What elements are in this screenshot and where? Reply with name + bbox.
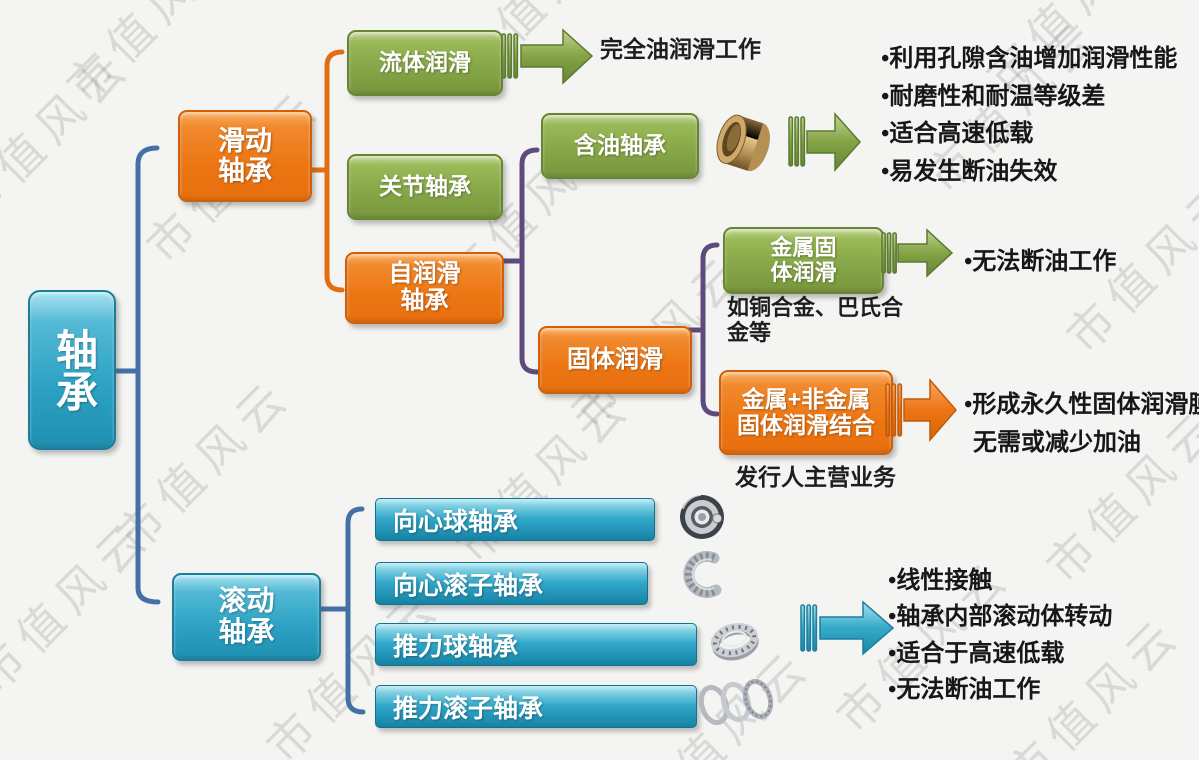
node-bearing-root: 轴承 [28, 290, 116, 450]
rolling-bullet-list: •线性接触 •轴承内部滚动体转动 •适合于高速低载 •无法断油工作 [888, 563, 1112, 708]
node-radial-roller-bearing: 向心滚子轴承 [375, 562, 648, 605]
node-sliding-line1: 滑动 [218, 125, 272, 156]
bullet-item: •适合于高速低载 [888, 640, 1065, 667]
bullet-item: •利用孔隙含油增加润滑性能 [881, 46, 1178, 72]
node-metal-solid-lubrication: 金属固 体润滑 [723, 227, 884, 294]
node-bearing-root-label: 轴承 [49, 328, 96, 412]
bullet-item: •线性接触 [888, 568, 993, 594]
bullet-item: •无法断油工作 [964, 249, 1117, 275]
node-fluid-label: 流体润滑 [379, 49, 471, 76]
node-joint-bearing: 关节轴承 [347, 154, 503, 220]
bullet-item: 无需或减少加油 [973, 429, 1141, 456]
node-thrust-roller-bearing: 推力滚子轴承 [375, 685, 697, 728]
node-rolling-line1: 滚动 [218, 585, 275, 617]
needle-bearing-image [683, 551, 722, 598]
rolling-arrow-icon [800, 600, 895, 656]
metal-nonmetal-arrow-icon [885, 377, 957, 443]
bullet-item: •易发生断油失效 [881, 158, 1058, 185]
node-radialroller-label: 向心滚子轴承 [393, 572, 544, 600]
metal-solid-bullet-list: •无法断油工作 [964, 241, 1116, 276]
bullet-item: •形成永久性固体润滑膜 [964, 392, 1199, 418]
node-oil-impregnated-bearing: 含油轴承 [541, 113, 699, 179]
issuer-note: 发行人主营业务 [735, 465, 896, 490]
bullet-item: •耐磨性和耐温等级差 [881, 83, 1106, 110]
bullet-item: •适合高速低载 [881, 121, 1034, 147]
node-solidlube-label: 固体润滑 [567, 345, 663, 373]
node-metalsolid-line1: 金属固 [770, 234, 837, 260]
thrust-roller-bearing-image [698, 678, 774, 726]
bracket-solidlube-children [685, 242, 720, 417]
node-self-lubricating-bearing: 自润滑 轴承 [345, 252, 504, 324]
node-thrustroller-label: 推力滚子轴承 [393, 695, 544, 723]
bracket-sliding-children [307, 49, 345, 293]
node-oilbearing-label: 含油轴承 [574, 132, 666, 159]
node-thrust-ball-bearing: 推力球轴承 [375, 623, 697, 666]
node-metalnonmetal-line2: 固体润滑结合 [737, 411, 875, 438]
node-thrustball-label: 推力球轴承 [393, 633, 519, 661]
metal-nonmetal-bullet-list: •形成永久性固体润滑膜 无需或减少加油 [964, 387, 1199, 462]
node-metal-nonmetal-solid-lubrication: 金属+非金属 固体润滑结合 [719, 370, 893, 455]
node-fluid-lubrication: 流体润滑 [347, 30, 503, 96]
node-metalnonmetal-line1: 金属+非金属 [741, 385, 871, 412]
oil-bearing-bullet-list: •利用孔隙含油增加润滑性能 •耐磨性和耐温等级差 •适合高速低载 •易发生断油失… [881, 41, 1177, 191]
alloy-note: 如铜合金、巴氏合金等 [727, 295, 904, 346]
fluid-result-note: 完全油润滑工作 [600, 37, 761, 62]
node-rolling-bearing: 滚动 轴承 [172, 573, 321, 661]
node-radialball-label: 向心球轴承 [393, 508, 519, 536]
thrust-ball-bearing-image [710, 623, 759, 661]
bronze-bushing-image [716, 114, 770, 172]
node-rolling-line2: 轴承 [218, 617, 275, 648]
node-solid-lubrication: 固体润滑 [538, 326, 692, 394]
node-sliding-bearing: 滑动 轴承 [178, 110, 312, 202]
node-selflube-line1: 自润滑 [388, 260, 461, 288]
node-sliding-line2: 轴承 [218, 156, 272, 186]
bullet-item: •无法断油工作 [888, 676, 1041, 703]
bullet-item: •轴承内部滚动体转动 [888, 604, 1113, 631]
bracket-root [114, 145, 161, 605]
node-joint-label: 关节轴承 [379, 173, 471, 200]
bracket-rolling-children [316, 506, 366, 715]
bracket-selflube-children [501, 147, 540, 375]
ball-bearing-image [680, 492, 724, 539]
node-metalsolid-line2: 体润滑 [770, 259, 837, 285]
oil-bearing-arrow-icon [788, 112, 862, 172]
fluid-arrow-icon [501, 28, 594, 85]
node-radial-ball-bearing: 向心球轴承 [375, 498, 655, 541]
node-selflube-line2: 轴承 [400, 287, 449, 314]
metal-solid-arrow-icon [881, 228, 954, 278]
